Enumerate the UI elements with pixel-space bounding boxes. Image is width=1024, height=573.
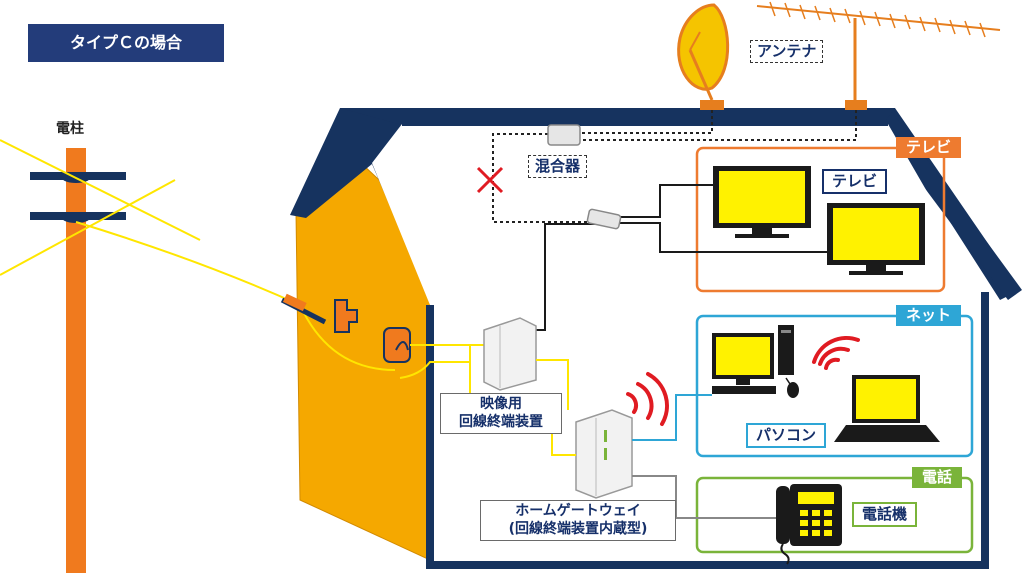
net-group-tag: ネット xyxy=(896,305,962,326)
tv-group-tag: テレビ xyxy=(896,137,962,158)
cross-mark-icon xyxy=(476,166,504,194)
antenna-label: アンテナ xyxy=(750,40,824,63)
home-gateway-label-line1: ホームゲートウェイ xyxy=(515,503,641,519)
fiber-to-onu xyxy=(399,344,471,379)
home-gateway-label-line2: (回線終端装置内蔵型) xyxy=(508,520,648,537)
fiber-drop-cable xyxy=(280,293,411,363)
mouse-icon xyxy=(785,377,799,398)
video-onu-device xyxy=(483,317,537,391)
mixer-label: 混合器 xyxy=(528,155,588,178)
desktop-pc-icon xyxy=(712,325,794,394)
home-gateway-label: ホームゲートウェイ (回線終端装置内蔵型) xyxy=(480,500,676,541)
tv-icon xyxy=(827,203,925,275)
phone-icon xyxy=(776,484,842,565)
page-title: タイプＣの場合 xyxy=(28,24,224,62)
lan-cable xyxy=(632,394,712,441)
phone-label: 電話機 xyxy=(852,502,918,527)
pc-label: パソコン xyxy=(746,423,827,448)
utility-wires xyxy=(0,139,396,371)
yagi-antenna-icon xyxy=(756,1,1001,110)
tv-icon xyxy=(713,166,811,238)
phone-cable xyxy=(632,475,782,519)
laptop-icon xyxy=(834,375,940,442)
net-group-frame xyxy=(695,314,974,458)
house-frame xyxy=(426,292,989,569)
tv-label: テレビ xyxy=(822,169,888,194)
video-onu-label: 映像用 回線終端装置 xyxy=(440,393,562,434)
tv-cabling xyxy=(536,184,827,331)
phone-group-tag: 電話 xyxy=(912,467,963,488)
wifi-icon xyxy=(626,372,669,426)
video-onu-label-line1: 映像用 xyxy=(480,396,522,412)
tv-group-frame xyxy=(695,146,946,293)
mixer-device xyxy=(547,124,581,146)
home-gateway-device xyxy=(575,409,633,499)
utility-pole xyxy=(30,148,126,573)
satellite-dish-icon xyxy=(677,3,730,110)
video-onu-label-line2: 回線終端装置 xyxy=(459,413,543,430)
phone-group-frame xyxy=(695,476,974,554)
wifi-icon xyxy=(812,336,860,370)
pole-label: 電柱 xyxy=(56,121,84,137)
splitter-device xyxy=(586,208,622,230)
